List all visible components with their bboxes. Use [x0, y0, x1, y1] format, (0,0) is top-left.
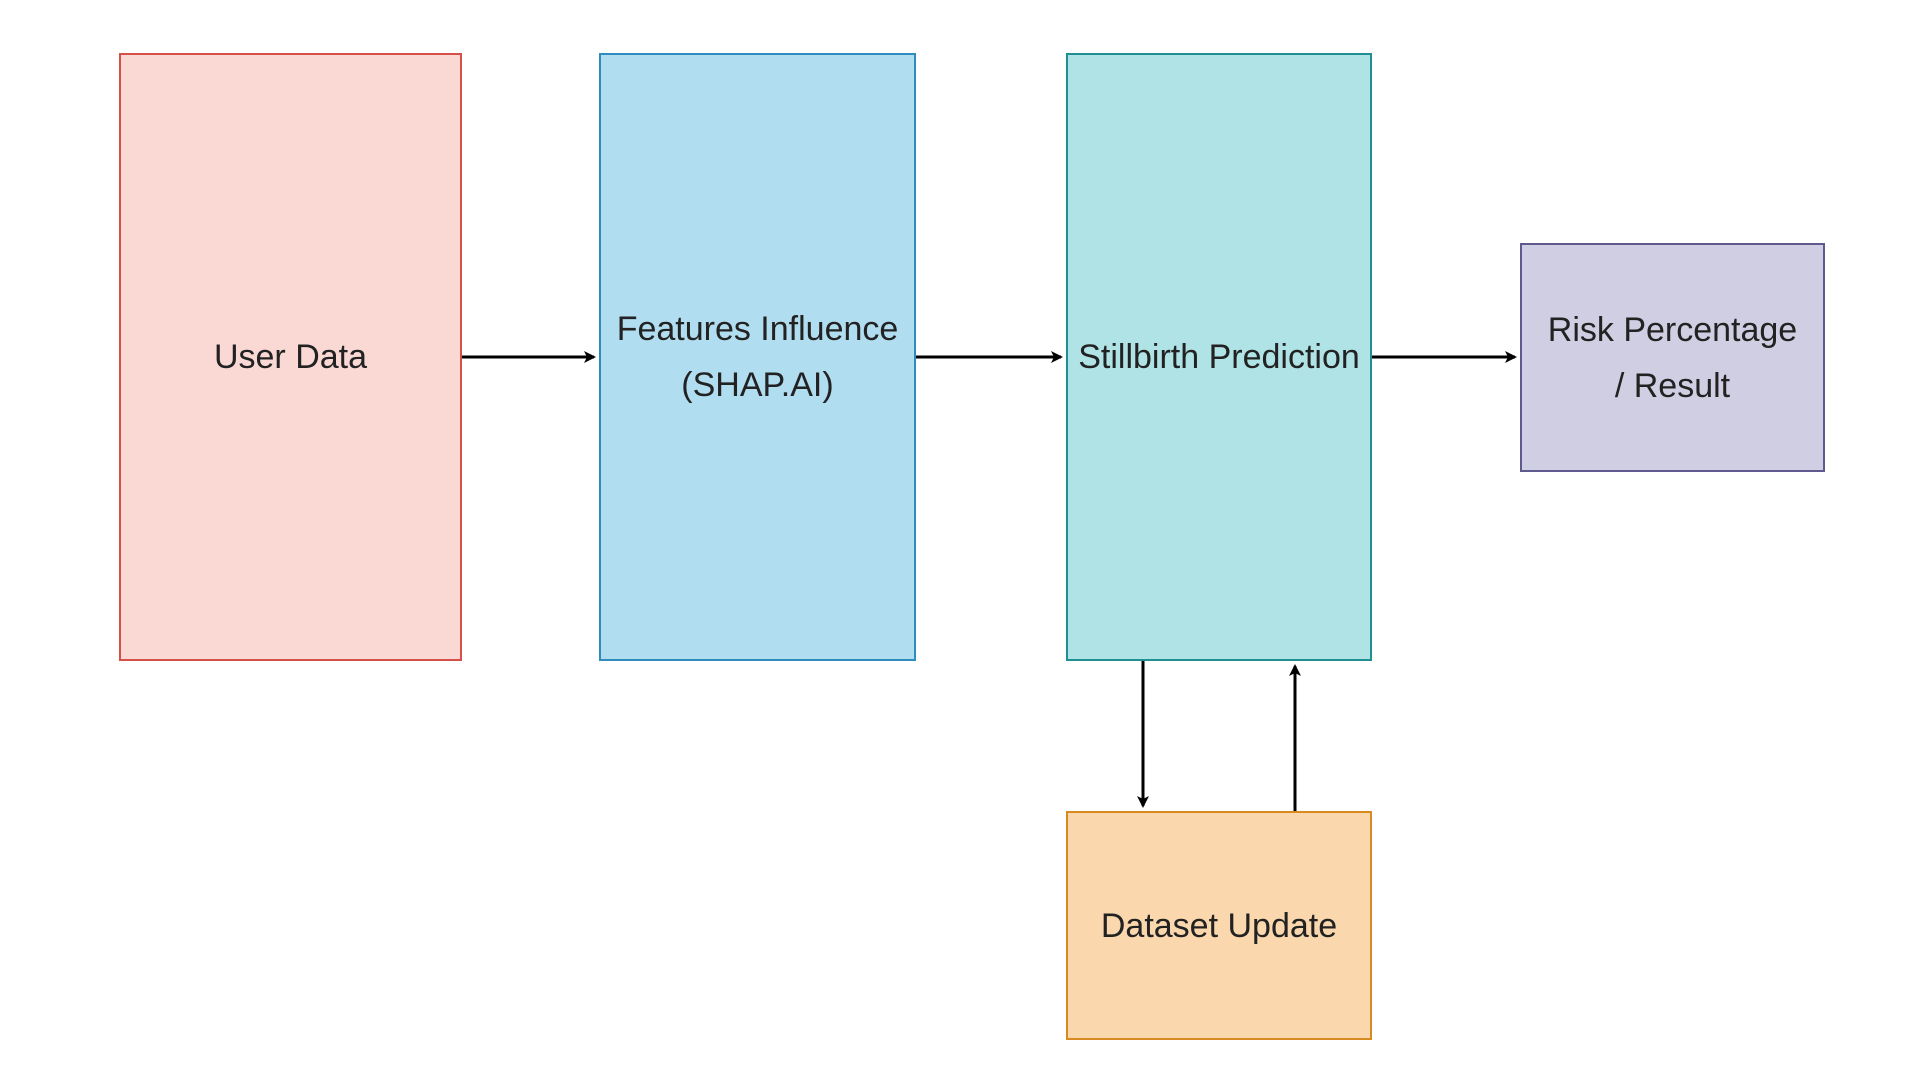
- risk-result-box: Risk Percentage / Result: [1520, 243, 1825, 472]
- features-influence-label-line-1: Features Influence: [616, 310, 899, 348]
- dataset-update-label-line: Dataset Update: [1100, 906, 1338, 945]
- risk-result-label-line-1: Risk Percentage: [1547, 310, 1798, 349]
- stillbirth-prediction-box: Stillbirth Prediction: [1066, 53, 1372, 661]
- dataset-update-box: Dataset Update: [1066, 811, 1372, 1040]
- risk-result-label-line-2: / Result: [1614, 366, 1731, 405]
- features-influence-box: Features Influence (SHAP.AI): [599, 53, 916, 661]
- features-influence-label: Features Influence (SHAP.AI): [611, 301, 905, 413]
- user-data-label: User Data: [208, 329, 373, 385]
- user-data-label-line: User Data: [213, 338, 368, 376]
- features-influence-label-line-2: (SHAP.AI): [681, 366, 834, 404]
- user-data-box: User Data: [119, 53, 462, 661]
- dataset-update-label: Dataset Update: [1095, 898, 1343, 954]
- stillbirth-prediction-label: Stillbirth Prediction: [1072, 329, 1366, 385]
- risk-result-label: Risk Percentage / Result: [1542, 302, 1803, 414]
- stillbirth-prediction-label-line: Stillbirth Prediction: [1078, 338, 1360, 376]
